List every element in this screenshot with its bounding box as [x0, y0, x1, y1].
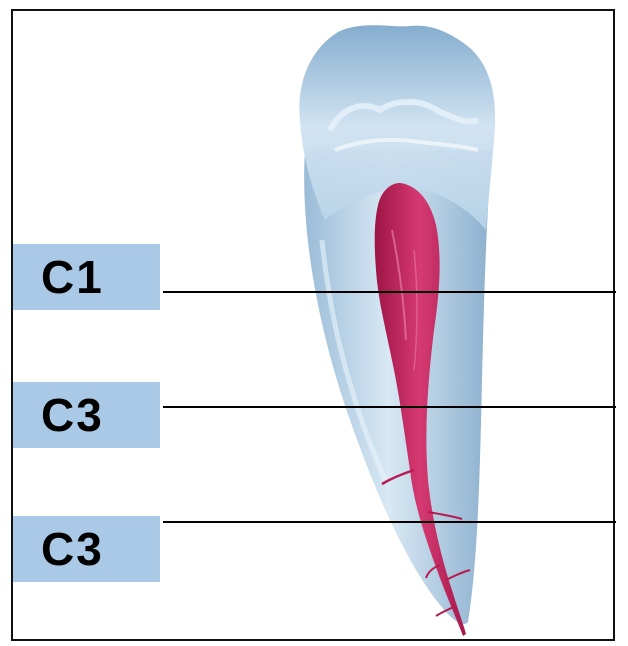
label-c3-apical-text: C3: [41, 526, 104, 572]
leader-line-c3-apical: [163, 521, 616, 523]
label-c3-apical: C3: [13, 516, 160, 582]
label-c3-middle: C3: [13, 382, 160, 448]
label-c1: C1: [13, 244, 160, 310]
leader-line-c1: [163, 291, 616, 293]
label-c1-text: C1: [41, 254, 104, 300]
label-c3-middle-text: C3: [41, 392, 104, 438]
leader-line-c3-middle: [163, 406, 616, 408]
